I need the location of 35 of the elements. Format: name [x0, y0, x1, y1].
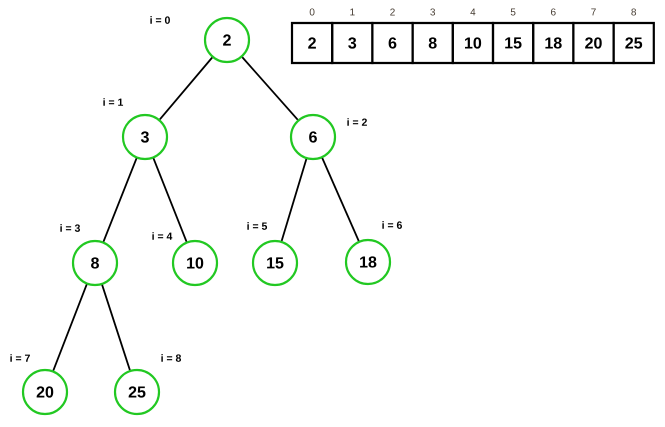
array-cell: 10	[452, 22, 494, 64]
array-index: 0	[310, 8, 314, 16]
index-label: i = 5	[247, 222, 268, 230]
array-index: 6	[551, 8, 556, 16]
array-cell: 6	[371, 22, 414, 64]
array-index: 8	[631, 8, 636, 16]
array-index: 2	[390, 8, 395, 16]
array-cell: 15	[492, 22, 534, 64]
array-cell: 20	[572, 22, 615, 64]
array-index: 3	[430, 8, 436, 16]
array-index: 1	[350, 8, 355, 16]
tree-edge	[152, 158, 188, 242]
index-label: i = 7	[10, 354, 30, 362]
tree-edge	[101, 284, 131, 370]
index-label: i = 8	[161, 354, 182, 362]
tree-edge	[159, 57, 213, 120]
index-label: i = 3	[60, 224, 80, 232]
tree-edge	[52, 284, 88, 371]
array-index: 5	[510, 8, 516, 16]
array-index: 7	[591, 8, 596, 16]
index-label: i = 4	[152, 232, 172, 240]
array-cell: 18	[532, 22, 574, 64]
tree-edge	[280, 158, 308, 242]
tree-edge	[242, 56, 298, 120]
array-cell: 8	[412, 22, 454, 64]
array-cell: 25	[612, 22, 655, 64]
array-index: 4	[470, 8, 476, 16]
tree-edge	[102, 158, 138, 242]
index-label: i = 2	[347, 118, 367, 126]
tree-edge	[321, 158, 360, 242]
index-label: i = 1	[103, 98, 124, 106]
array-cell: 3	[331, 22, 374, 64]
array-cell: 2	[290, 22, 334, 64]
index-label: i = 0	[150, 16, 170, 24]
index-label: i = 6	[382, 221, 402, 229]
